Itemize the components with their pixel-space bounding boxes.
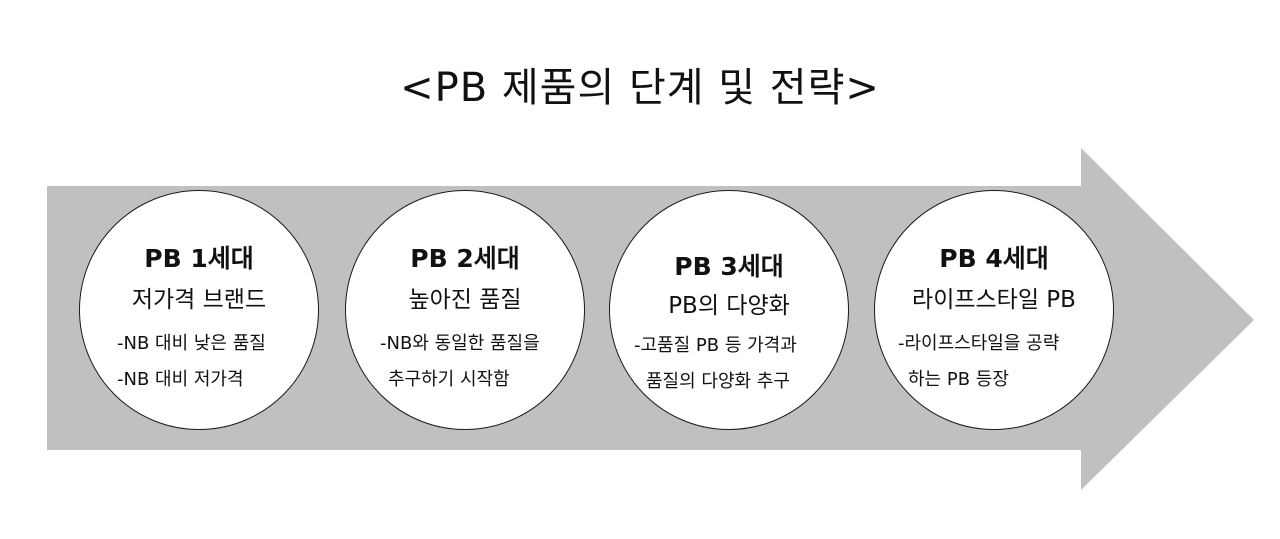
stage-4-generation: PB 4세대 — [939, 244, 1049, 273]
stage-4-line-2: 하는 PB 등장 — [908, 369, 1009, 390]
stage-1-line-1: -NB 대비 낮은 품질 — [117, 333, 266, 354]
stage-4-line-1: -라이프스타일을 공략 — [898, 333, 1060, 354]
stage-3-line-1: -고품질 PB 등 가격과 — [634, 335, 797, 356]
stage-1-line-2: -NB 대비 저가격 — [117, 369, 244, 390]
stage-3-line-2: 품질의 다양화 추구 — [646, 371, 790, 392]
stage-2-line-1: -NB와 동일한 품질을 — [380, 333, 540, 354]
page-title: <PB 제품의 단계 및 전략> — [400, 65, 880, 111]
stage-2-circle: PB 2세대 높아진 품질 -NB와 동일한 품질을 추구하기 시작함 — [345, 190, 585, 430]
stage-3-generation: PB 3세대 — [674, 252, 784, 281]
stage-2-subtitle: 높아진 품질 — [408, 287, 522, 313]
stage-1-generation: PB 1세대 — [144, 244, 254, 273]
stage-3-subtitle: PB의 다양화 — [668, 293, 790, 319]
stage-3-circle: PB 3세대 PB의 다양화 -고품질 PB 등 가격과 품질의 다양화 추구 — [609, 190, 849, 430]
stage-4-circle: PB 4세대 라이프스타일 PB -라이프스타일을 공략 하는 PB 등장 — [874, 190, 1114, 430]
stage-2-line-2: 추구하기 시작함 — [388, 369, 510, 390]
stage-1-subtitle: 저가격 브랜드 — [131, 287, 267, 313]
stage-4-subtitle: 라이프스타일 PB — [912, 287, 1076, 313]
stage-1-circle: PB 1세대 저가격 브랜드 -NB 대비 낮은 품질 -NB 대비 저가격 — [79, 190, 319, 430]
stage-2-generation: PB 2세대 — [410, 244, 520, 273]
